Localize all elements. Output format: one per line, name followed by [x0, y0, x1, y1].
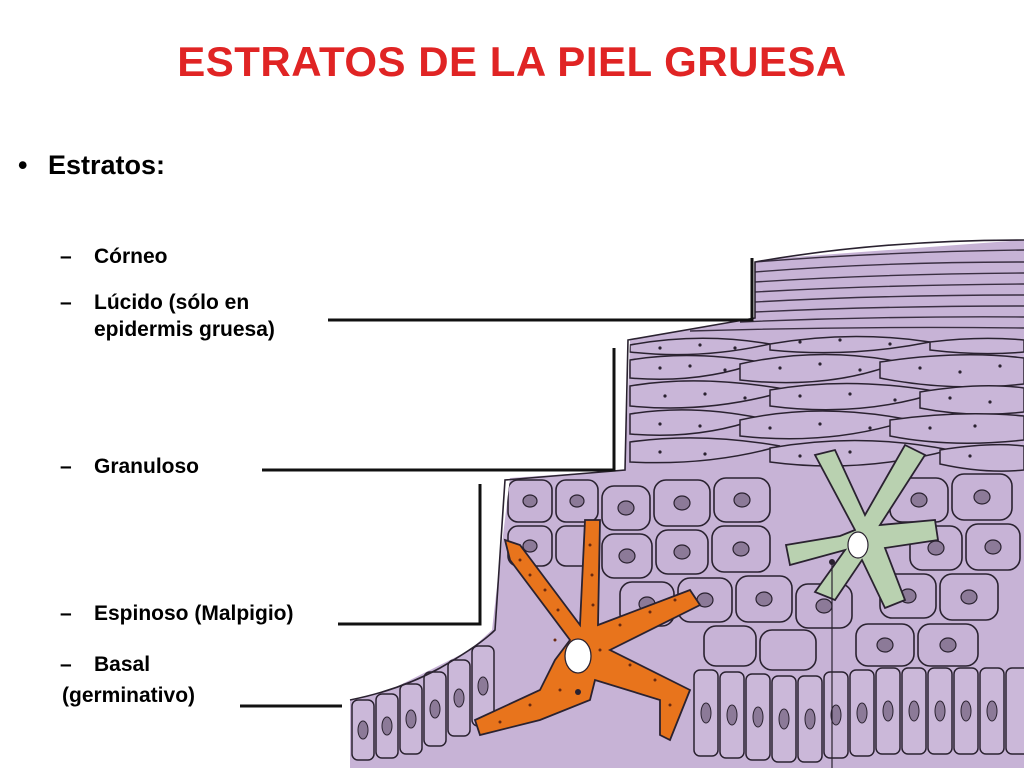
label-basal-germinativo: (germinativo)	[62, 684, 196, 707]
label-espinoso: Espinoso (Malpigio)	[94, 602, 294, 625]
stratum-label-espinoso: –Espinoso (Malpigio)	[60, 600, 294, 627]
melanocyte-cell	[473, 519, 702, 742]
tissue-outline	[349, 239, 1024, 701]
bullet-icon: •	[18, 150, 28, 180]
leader-line-corneo-lucido	[328, 258, 754, 322]
stratum-granulosum	[629, 335, 1024, 472]
stratum-label-corneo: –Córneo	[60, 243, 168, 270]
leader-line-granuloso	[262, 348, 616, 472]
slide-title: ESTRATOS DE LA PIEL GRUESA	[177, 38, 847, 85]
basal-nuclei	[357, 676, 998, 740]
stratum-label-basal: –Basal	[60, 651, 150, 678]
label-corneo: Córneo	[94, 245, 168, 268]
label-basal: Basal	[94, 653, 151, 676]
bullet-label: Estratos:	[48, 150, 166, 180]
dash-icon: –	[60, 602, 72, 625]
label-lucido-line1: Lúcido (sólo en	[94, 291, 250, 314]
langerhans-cell	[784, 443, 940, 768]
dash-icon: –	[60, 291, 72, 314]
label-lucido-line2: epidermis gruesa)	[94, 318, 275, 341]
leader-line-espinoso	[338, 484, 482, 626]
label-granuloso: Granuloso	[94, 455, 200, 478]
dash-icon: –	[60, 653, 72, 676]
leader-lines	[240, 258, 754, 708]
dash-icon: –	[60, 245, 72, 268]
keratohyalin-granules	[658, 338, 1002, 460]
stratum-corneum	[689, 249, 1024, 332]
stratum-label-granuloso: –Granuloso	[60, 453, 199, 480]
dash-icon: –	[60, 455, 72, 478]
stratum-label-lucido: –Lúcido (sólo en epidermis gruesa)	[60, 289, 275, 343]
bullet-estratos: • Estratos:	[18, 150, 165, 181]
